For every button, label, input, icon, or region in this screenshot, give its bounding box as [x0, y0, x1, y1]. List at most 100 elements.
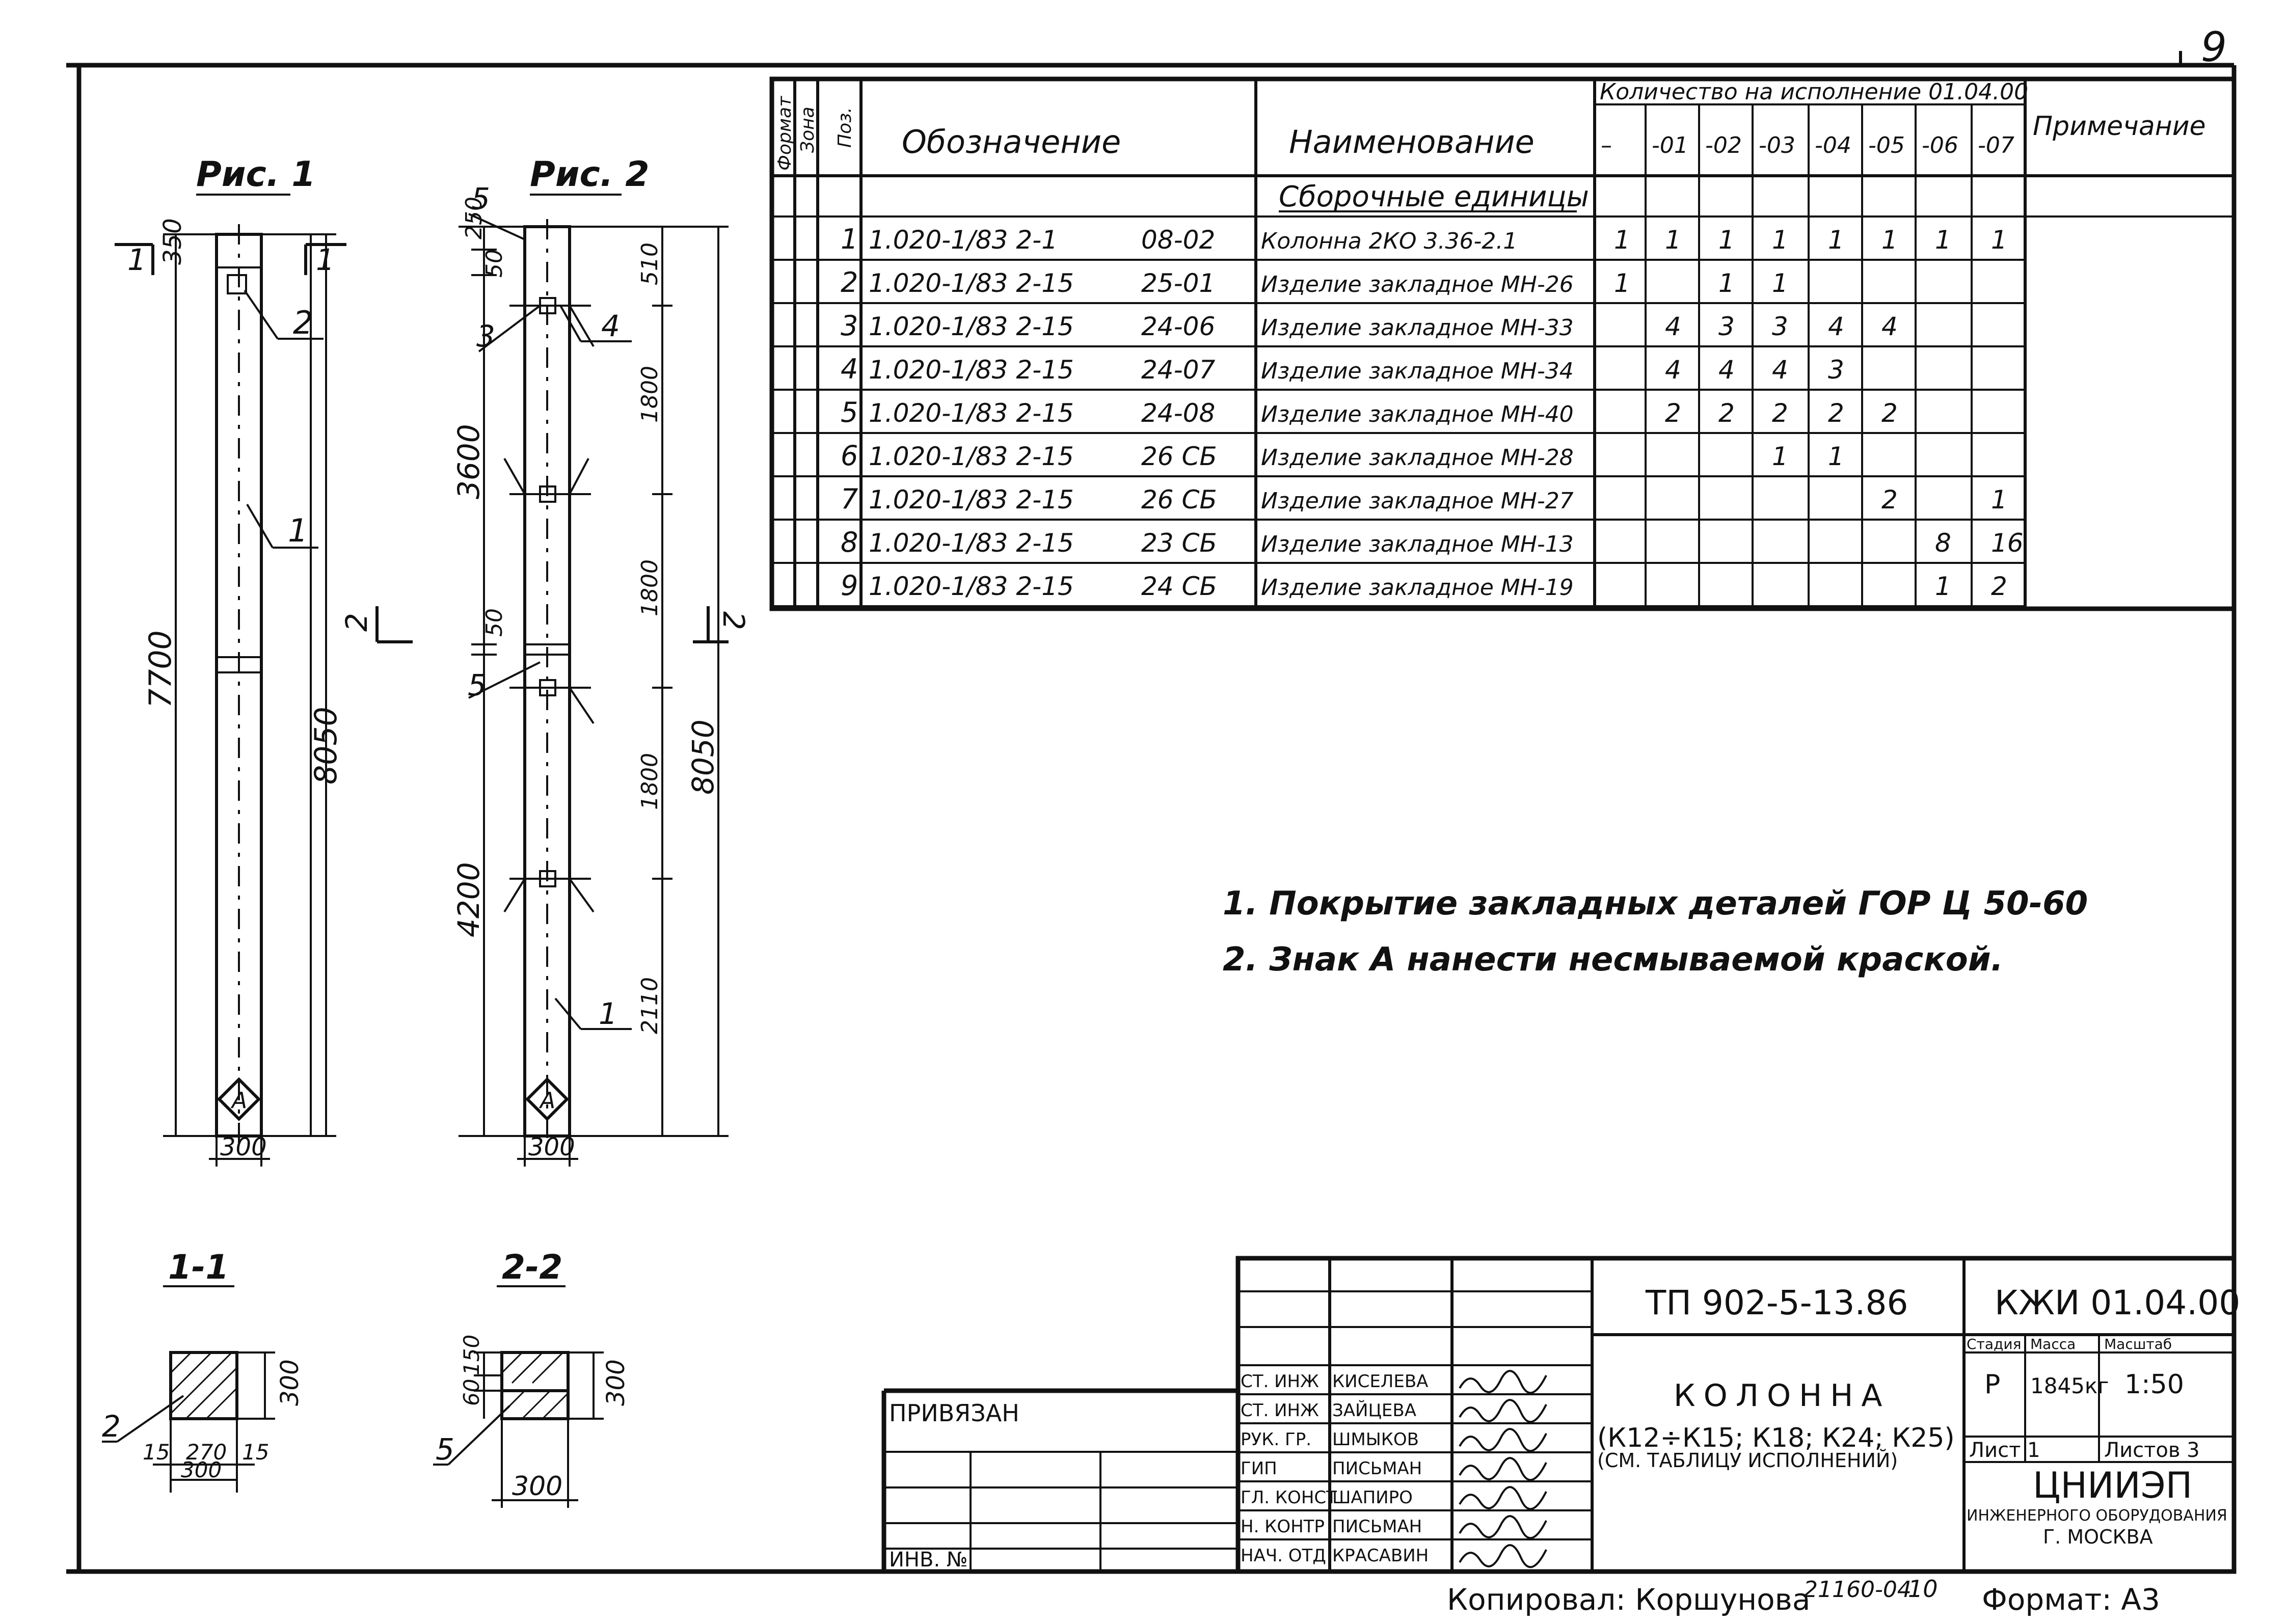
signature-name: КИСЕЛЕВА: [1332, 1371, 1428, 1392]
row-qty: 2: [1665, 398, 1681, 428]
fig1-pos-1: 1: [288, 512, 308, 549]
signature-name: КРАСАВИН: [1332, 1546, 1429, 1566]
copied-by: Копировал: Коршунова: [1447, 1582, 1810, 1617]
signature-scribble: [1459, 1515, 1547, 1539]
spec-table: Формат Зона Поз. Обозначение Наименовани…: [769, 76, 2237, 611]
object-note: (СМ. ТАБЛИЦУ ИСПОЛНЕНИЙ): [1597, 1449, 1898, 1472]
row-qty: 1: [1718, 268, 1735, 298]
fig2-dim-left-50b: 50: [481, 608, 507, 637]
row-qty: 3: [1718, 312, 1735, 341]
section-1-1-dim-width: 300: [181, 1457, 222, 1482]
variant-header: –: [1601, 132, 1612, 158]
row-qty: 1: [1772, 225, 1788, 255]
signature-scribble: [1459, 1428, 1547, 1452]
row-qty: 4: [1772, 355, 1788, 385]
row-qty: 2: [1881, 398, 1898, 428]
header-name: Наименование: [1289, 123, 1535, 160]
row-pos: 9: [841, 570, 858, 602]
figure-2: Рис. 2 A 250 50 3600 50 42: [339, 154, 751, 1167]
header-zone: Зона: [797, 106, 818, 153]
variant-header: -02: [1705, 132, 1742, 158]
doc-code: ТП 902-5-13.86: [1645, 1283, 1908, 1322]
fig2-title: Рис. 2: [530, 154, 650, 195]
footer: Копировал: Коршунова 21160-04 10 Формат:…: [1447, 1575, 2160, 1617]
fig2-pos-5-top: 5: [471, 181, 490, 216]
note-2: 2. Знак A нанести несмываемой краской.: [1223, 941, 2003, 979]
signature-role: СТ. ИНЖ: [1241, 1400, 1319, 1421]
fig2-dim-total-right: 8050: [686, 719, 720, 795]
row-sheet: 24-08: [1141, 398, 1215, 428]
row-qty: 2: [1772, 398, 1788, 428]
svg-text:A: A: [539, 1088, 555, 1114]
row-qty: 1: [1772, 268, 1788, 298]
row-code: 1.020-1/83 2-15: [869, 528, 1074, 558]
signature-scribble: [1459, 1486, 1547, 1510]
section-2-2-dim-height: 300: [602, 1359, 630, 1406]
signature-role: Н. КОНТР: [1241, 1517, 1325, 1537]
header-designation: Обозначение: [902, 123, 1121, 160]
row-qty: 1: [1665, 225, 1681, 255]
row-code: 1.020-1/83 2-1: [869, 225, 1058, 255]
signature-role: РУК. ГР.: [1241, 1429, 1311, 1450]
section-title: Сборочные единицы: [1279, 180, 1589, 213]
fig2-section-mark-left: 2: [339, 613, 374, 632]
row-qty: 2: [1718, 398, 1735, 428]
signature-name: ПИСЬМАН: [1332, 1517, 1422, 1537]
fig1-section-mark-right: 1: [316, 242, 335, 277]
fig2-dim-left-250: 250: [461, 197, 487, 239]
fig2-section-mark-right: 2: [716, 611, 751, 630]
object-name: КОЛОННА: [1674, 1378, 1890, 1414]
fig2-dim-right-1800b: 1800: [637, 559, 663, 616]
row-qty: 1: [1828, 442, 1844, 471]
header-qty-group: Количество на исполнение 01.04.00: [1600, 79, 2028, 105]
row-qty: 16: [1991, 528, 2024, 558]
mass-label: Масса: [2030, 1336, 2076, 1352]
fig2-dim-width: 300: [528, 1133, 575, 1161]
row-qty: 4: [1665, 312, 1681, 341]
row-qty: 4: [1881, 312, 1898, 341]
variant-header: -04: [1815, 132, 1851, 158]
row-name: Изделие закладное МН-19: [1261, 575, 1574, 601]
fig1-dim-total-left: 7700: [143, 630, 178, 708]
stage-label: Стадия: [1967, 1336, 2021, 1352]
fig1-diamond-mark: [217, 1077, 261, 1121]
fig1-title: Рис. 1: [196, 154, 316, 195]
fig2-pos-1: 1: [599, 996, 617, 1031]
fig1-section-mark-left: 1: [127, 242, 146, 277]
row-qty: 1: [1935, 225, 1951, 255]
signature-name: ШАПИРО: [1332, 1487, 1413, 1508]
svg-text:A: A: [230, 1088, 247, 1114]
variant-header: -06: [1922, 132, 1958, 158]
signature-scribble: [1459, 1544, 1547, 1568]
signature-name: ПИСЬМАН: [1332, 1458, 1422, 1479]
org-name: ЦНИИЭП: [2033, 1465, 2192, 1506]
note-1: 1. Покрытие закладных деталей ГОР Ц 50-6…: [1223, 885, 2088, 923]
row-code: 1.020-1/83 2-15: [869, 398, 1074, 428]
signature-scribble: [1459, 1399, 1547, 1423]
row-code: 1.020-1/83 2-15: [869, 485, 1074, 515]
scale-value: 1:50: [2124, 1369, 2184, 1400]
figure-1: Рис. 1 A 350 7700 8050 300 2 1 1: [115, 154, 346, 1167]
row-sheet: 24-06: [1141, 312, 1215, 341]
row-name: Изделие закладное МН-33: [1261, 315, 1574, 341]
row-code: 1.020-1/83 2-15: [869, 312, 1074, 341]
fig2-pos-5-mid: 5: [468, 668, 487, 702]
fig2-dim-right-1800c: 1800: [637, 753, 663, 810]
row-sheet: 08-02: [1141, 225, 1215, 255]
row-qty: 1: [1935, 572, 1951, 601]
section-2-2-dim-150: 150: [459, 1335, 484, 1375]
row-sheet: 24 СБ: [1141, 572, 1217, 601]
row-name: Изделие закладное МН-27: [1261, 488, 1574, 514]
row-qty: 1: [1772, 442, 1788, 471]
section-2-2-dim-width: 300: [512, 1471, 562, 1502]
signature-role: ГИП: [1241, 1458, 1277, 1479]
signature-name: ШМЫКОВ: [1332, 1429, 1419, 1450]
row-sheet: 23 СБ: [1141, 528, 1217, 558]
variant-header: -07: [1978, 132, 2014, 158]
signature-role: СТ. ИНЖ: [1241, 1371, 1319, 1392]
row-pos: 3: [841, 310, 858, 342]
row-sheet: 25-01: [1141, 268, 1215, 298]
row-qty: 1: [1991, 485, 2007, 515]
